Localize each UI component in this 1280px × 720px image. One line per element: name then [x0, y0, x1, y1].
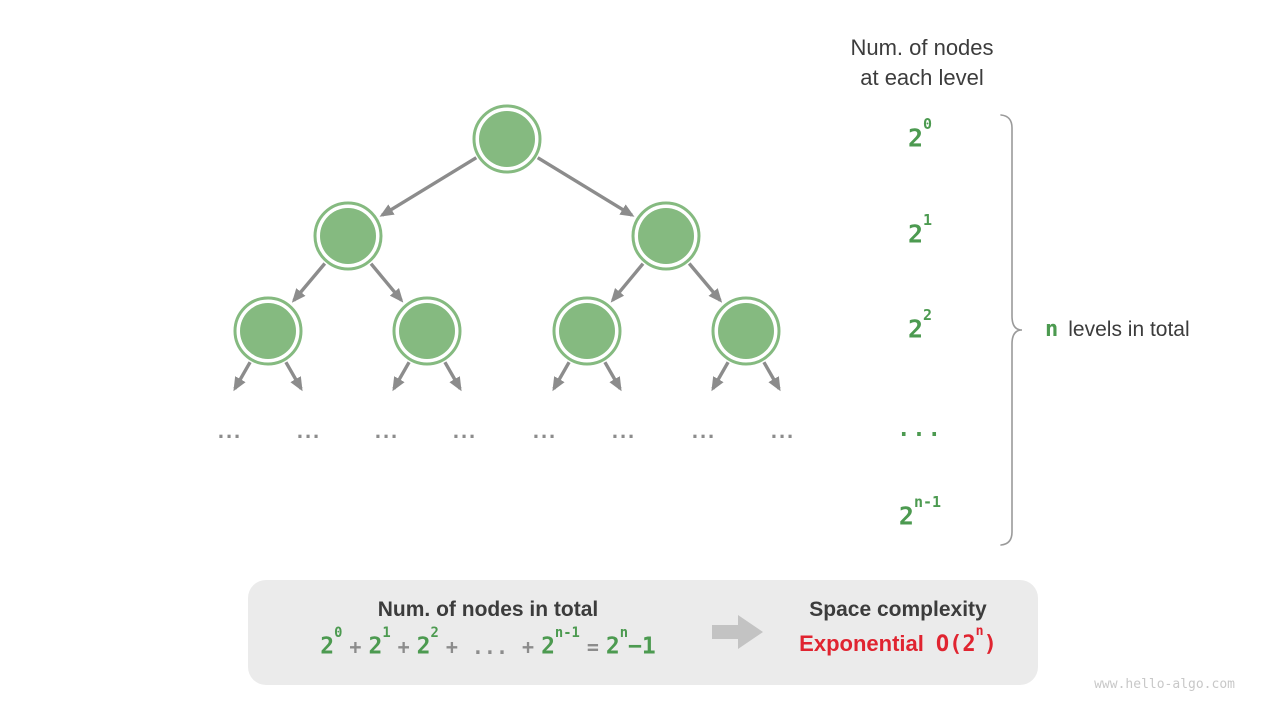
- big-o-notation: O(2n): [935, 624, 997, 657]
- tree-edge: [536, 156, 635, 217]
- column-header-line2: at each level: [860, 65, 984, 90]
- tree-ellipsis: ...: [691, 418, 717, 443]
- site-watermark: www.hello-algo.com: [1094, 677, 1235, 692]
- tree-ellipsis: ...: [296, 418, 322, 443]
- level-count-1: 21: [907, 210, 933, 249]
- tree-edge: [379, 156, 478, 217]
- leaf-arrow: [603, 361, 622, 392]
- right-block-arrow-icon: [712, 615, 763, 649]
- level-count-0: 20: [907, 114, 933, 153]
- tree-edges: [291, 156, 723, 303]
- level-count-2: 22: [907, 305, 933, 344]
- column-header: Num. of nodes at each level: [797, 33, 1047, 93]
- level-count-ellipsis: ...: [897, 417, 943, 442]
- tree-node: [392, 296, 462, 366]
- tree-ellipsis: ...: [217, 418, 243, 443]
- leaf-arrow: [711, 361, 730, 392]
- leaf-arrow: [284, 361, 303, 392]
- brace-label-n: n: [1045, 317, 1059, 342]
- summary-box: Num. of nodes in total 20+21+22+...+2n-1…: [248, 580, 1038, 685]
- leaf-arrow: [233, 361, 252, 392]
- tree-node-root: [472, 104, 542, 174]
- tree-node: [631, 201, 701, 271]
- tree-node: [233, 296, 303, 366]
- curly-brace: [1000, 114, 1023, 546]
- tree-node: [552, 296, 622, 366]
- tree-ellipsis: ...: [770, 418, 796, 443]
- sum-formula: 20+21+22+...+2n-1=2n−1: [320, 625, 656, 660]
- complexity-word: Exponential: [799, 631, 924, 656]
- tree-node: [711, 296, 781, 366]
- tree-edge: [687, 262, 723, 303]
- brace-label-text: levels in total: [1068, 318, 1190, 341]
- brace-label: n levels in total: [1045, 317, 1190, 342]
- tree-edge: [610, 262, 645, 303]
- tree-ellipsis: ...: [532, 418, 558, 443]
- column-header-line1: Num. of nodes: [850, 35, 994, 60]
- space-complexity-title: Space complexity: [809, 598, 987, 621]
- leaf-arrow: [392, 361, 411, 392]
- leaf-arrow: [552, 361, 571, 392]
- tree-ellipsis: ...: [611, 418, 637, 443]
- tree-leaf-arrows: [233, 361, 781, 392]
- tree-ellipsis: ...: [374, 418, 400, 443]
- tree-edge: [291, 262, 327, 303]
- complexity-result: Exponential O(2n): [748, 624, 1048, 657]
- tree-nodes: [233, 104, 781, 366]
- tree-node: [313, 201, 383, 271]
- tree-edge: [369, 262, 404, 303]
- tree-ellipsis: ...: [452, 418, 478, 443]
- total-nodes-title: Num. of nodes in total: [377, 598, 599, 621]
- leaf-arrow: [762, 361, 781, 392]
- leaf-arrow: [443, 361, 462, 392]
- level-count-n: 2n-1: [898, 492, 942, 531]
